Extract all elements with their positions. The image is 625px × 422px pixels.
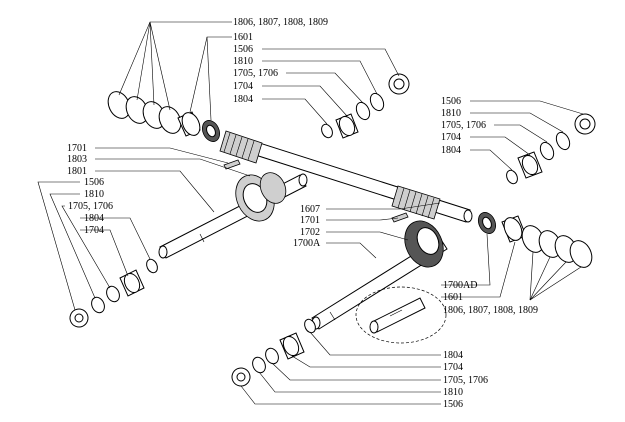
- label-1803: 1803: [67, 154, 87, 165]
- label-1701-left: 1701: [67, 143, 87, 154]
- label-1506-bottom: 1506: [443, 399, 463, 410]
- top-left-bushing: [177, 111, 201, 137]
- label-1705-bottom: 1705, 1706: [443, 375, 488, 386]
- label-1804-top: 1804: [233, 94, 253, 105]
- worm-gear-left: [219, 130, 263, 164]
- right-oring-set: [521, 225, 593, 268]
- worm-gear-right: [391, 185, 441, 220]
- top-mid-ring-stack: [321, 73, 410, 139]
- label-1506-right: 1506: [441, 96, 461, 107]
- label-1705-top: 1705, 1706: [233, 68, 278, 79]
- key-1701-center: [391, 212, 409, 223]
- label-1701-center: 1701: [300, 215, 320, 226]
- label-1702: 1702: [300, 227, 320, 238]
- detail-1700AD: [355, 286, 447, 344]
- label-1704-right: 1704: [441, 132, 461, 143]
- label-1806-top: 1806, 1807, 1808, 1809: [233, 17, 328, 28]
- label-1810-right: 1810: [441, 108, 461, 119]
- top-left-oring-set: [107, 91, 182, 134]
- gear-1702: [404, 220, 444, 268]
- leader-lines: [37, 21, 584, 405]
- label-1801: 1801: [67, 166, 87, 177]
- label-1804-bottom: 1804: [443, 350, 463, 361]
- bottom-ring-stack: [231, 318, 316, 387]
- top-right-ring-stack: [506, 113, 596, 185]
- label-1506-top: 1506: [233, 44, 253, 55]
- top-left-bearing-1601: [201, 120, 221, 142]
- label-1705-left: 1705, 1706: [68, 201, 113, 212]
- label-1506-left: 1506: [84, 177, 104, 188]
- label-1810-left: 1810: [84, 189, 104, 200]
- label-1607: 1607: [300, 204, 320, 215]
- label-1804-right: 1804: [441, 145, 461, 156]
- long-shaft-1607: [219, 130, 473, 223]
- right-bushing: [501, 215, 527, 243]
- label-1704-left: 1704: [84, 225, 104, 236]
- key-1701-upper: [223, 159, 241, 170]
- label-1705-right: 1705, 1706: [441, 120, 486, 131]
- label-1700AD: 1700AD: [443, 280, 477, 291]
- label-1704-bottom: 1704: [443, 362, 463, 373]
- right-bearing-1601: [477, 212, 497, 234]
- label-1804-left: 1804: [84, 213, 104, 224]
- bottom-left-ring-stack: [69, 258, 158, 328]
- label-1810-top: 1810: [233, 56, 253, 67]
- label-1601-top: 1601: [233, 32, 253, 43]
- label-1806-right: 1806, 1807, 1808, 1809: [443, 305, 538, 316]
- label-1704-top: 1704: [233, 81, 253, 92]
- gear-1803: [235, 172, 287, 222]
- label-1700A: 1700A: [293, 238, 321, 249]
- label-1601-right: 1601: [443, 292, 463, 303]
- label-1810-bottom: 1810: [443, 387, 463, 398]
